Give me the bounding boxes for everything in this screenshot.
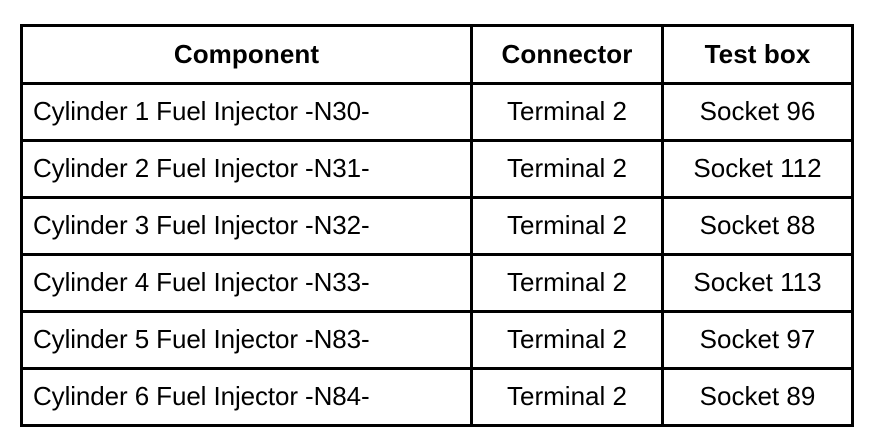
- cell-connector: Terminal 2: [470, 367, 664, 427]
- table-row: Cylinder 3 Fuel Injector -N32- Terminal …: [20, 196, 854, 256]
- table-row: Cylinder 6 Fuel Injector -N84- Terminal …: [20, 367, 854, 427]
- table-header-row: Component Connector Test box: [20, 24, 854, 85]
- cell-connector: Terminal 2: [470, 253, 664, 313]
- cell-test-box: Socket 89: [661, 367, 854, 427]
- cell-test-box: Socket 97: [661, 310, 854, 370]
- cell-test-box: Socket 88: [661, 196, 854, 256]
- cell-connector: Terminal 2: [470, 139, 664, 199]
- column-header-component: Component: [20, 24, 473, 85]
- table-row: Cylinder 5 Fuel Injector -N83- Terminal …: [20, 310, 854, 370]
- cell-component: Cylinder 1 Fuel Injector -N30-: [20, 82, 473, 142]
- cell-component: Cylinder 3 Fuel Injector -N32-: [20, 196, 473, 256]
- cell-test-box: Socket 112: [661, 139, 854, 199]
- cell-connector: Terminal 2: [470, 82, 664, 142]
- cell-component: Cylinder 6 Fuel Injector -N84-: [20, 367, 473, 427]
- table-body: Cylinder 1 Fuel Injector -N30- Terminal …: [20, 82, 854, 427]
- cell-component: Cylinder 5 Fuel Injector -N83-: [20, 310, 473, 370]
- cell-component: Cylinder 2 Fuel Injector -N31-: [20, 139, 473, 199]
- table-row: Cylinder 1 Fuel Injector -N30- Terminal …: [20, 82, 854, 142]
- table-header: Component Connector Test box: [20, 24, 854, 85]
- cell-connector: Terminal 2: [470, 196, 664, 256]
- wiring-connection-table: Component Connector Test box Cylinder 1 …: [20, 24, 854, 427]
- cell-test-box: Socket 113: [661, 253, 854, 313]
- column-header-connector: Connector: [470, 24, 664, 85]
- table-row: Cylinder 4 Fuel Injector -N33- Terminal …: [20, 253, 854, 313]
- cell-connector: Terminal 2: [470, 310, 664, 370]
- table-row: Cylinder 2 Fuel Injector -N31- Terminal …: [20, 139, 854, 199]
- cell-test-box: Socket 96: [661, 82, 854, 142]
- column-header-test-box: Test box: [661, 24, 854, 85]
- cell-component: Cylinder 4 Fuel Injector -N33-: [20, 253, 473, 313]
